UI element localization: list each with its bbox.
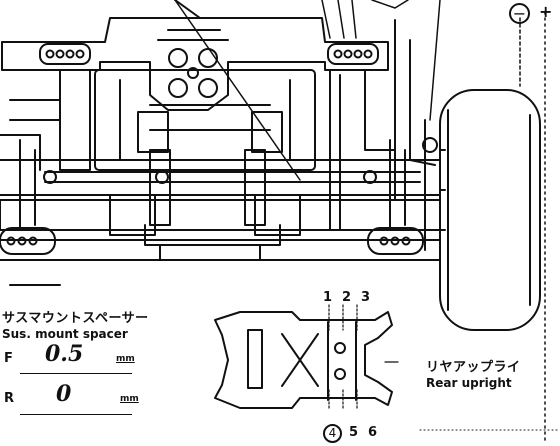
upright-label-jp: リヤアップライ (426, 360, 521, 375)
hole-number-4-selected: 4 (323, 424, 342, 443)
front-underline (20, 373, 132, 374)
plus-polarity-label: + (539, 2, 553, 21)
hole-number-6: 6 (368, 425, 378, 440)
hole-number-5: 5 (349, 425, 359, 440)
spacer-label-en: Sus. mount spacer (2, 327, 128, 341)
rear-wheel (422, 11, 546, 441)
rear-spacer-value: 0 (56, 381, 72, 407)
rear-underline (20, 414, 132, 415)
shock-tower (1, 17, 389, 111)
rear-unit: mm (120, 394, 139, 404)
hole-number-1: 1 (323, 290, 333, 305)
spacer-label-jp: サスマウントスペーサー (2, 311, 149, 326)
hole-number-2: 2 (342, 290, 352, 305)
rear-letter: R (4, 391, 15, 406)
minus-polarity-icon: − (509, 3, 530, 24)
front-spacer-value: 0.5 (45, 341, 84, 367)
hole-number-3: 3 (361, 290, 371, 305)
front-unit: mm (116, 354, 135, 364)
rear-suspension (0, 119, 441, 286)
upright-label-en: Rear upright (426, 376, 512, 390)
upright-inset (214, 304, 399, 411)
front-letter: F (4, 351, 13, 366)
